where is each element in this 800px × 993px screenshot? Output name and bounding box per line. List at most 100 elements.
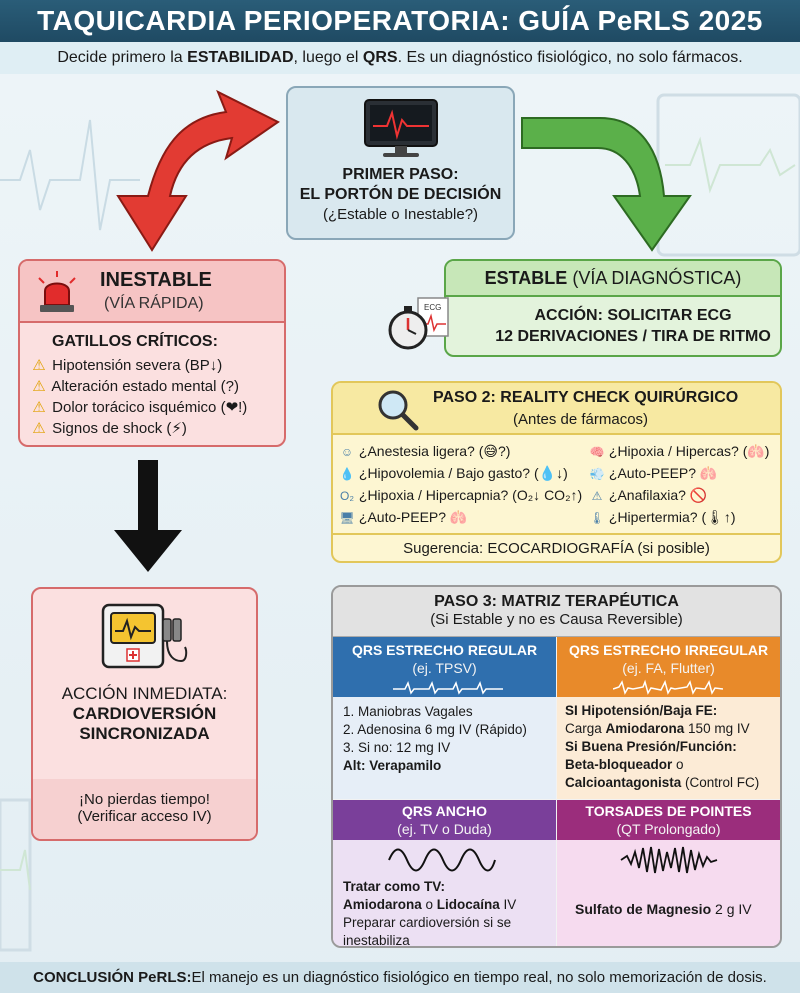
wide-qrs-title: QRS ANCHO [401,803,488,819]
torsades-sub: (QT Prolongado) [616,821,721,837]
narrow-regular-line: 3. Si no: 12 mg IV [343,740,451,755]
reality-item-text: ¿Hipoxia / Hipercapnia? (O₂↓ CO₂↑) [358,487,583,503]
narrow-irregular-title: QRS ESTRECHO IRREGULAR [568,642,769,658]
reality-item: ⚠ ¿Anafilaxia? 🚫 [589,485,769,507]
drop-icon: 💧 [339,467,355,481]
brain-icon: 🧠 [589,445,605,459]
stable-title: ESTABLE [484,267,568,288]
immediate-action-box: ACCIÓN INMEDIATA: CARDIOVERSIÓN SINCRONI… [31,587,258,841]
subtitle-text-1: Decide primero la [57,49,183,66]
trigger-text: Alteración estado mental (?) [51,378,239,395]
torsades-header: TORSADES DE POINTES (QT Prolongado) [557,800,780,840]
stable-header: ESTABLE (VÍA DIAGNÓSTICA) [446,261,780,297]
irregular-line-1: SI Hipotensión/Baja FE: [565,703,718,718]
stable-action-line-2: 12 DERIVACIONES / TIRA DE RITMO [495,328,771,345]
reality-item: 💨 ¿Auto-PEEP? 🫁 [589,463,769,485]
torsades-title: TORSADES DE POINTES [585,803,752,819]
monitor-icon [363,99,438,157]
narrow-regular-title: QRS ESTRECHO REGULAR [351,642,538,658]
alt-drug: Verapamilo [365,758,442,773]
trigger-item: ⚠ Signos de shock (⚡) [30,418,247,439]
decision-gateway-box: PRIMER PASO: EL PORTÓN DE DECISIÓN (¿Est… [286,86,515,240]
narrow-irregular-header: QRS ESTRECHO IRREGULAR (ej. FA, Flutter) [557,637,780,697]
irregular-line-2a: Carga [565,721,606,736]
wide-ecg-trace [388,848,496,872]
trigger-text: Dolor torácico isquémico (❤!) [52,399,248,416]
irregular-line-2c: 150 mg IV [684,721,750,736]
reality-item-text: ¿Hipoxia / Hipercas? (🫁) [608,443,770,459]
reality-item-text: ¿Auto-PEEP? 🫁 [608,465,718,481]
wide-qrs-sub: (ej. TV o Duda) [397,821,492,837]
warning-icon: ⚠ [32,399,46,416]
wide-line-2d: IV [499,897,517,912]
reality-item: ☺ ¿Anestesia ligera? (😅?) [339,441,582,463]
conclusion-label: CONCLUSIÓN PeRLS: [33,969,192,986]
irregular-line-3: Si Buena Presión/Función: [565,739,737,754]
irregular-ecg-trace [613,679,723,695]
lungs-icon: 💨 [589,467,605,481]
torsades-ecg-trace [620,846,718,874]
triggers-list: ⚠ Hipotensión severa (BP↓) ⚠ Alteración … [30,355,247,439]
trigger-item: ⚠ Hipotensión severa (BP↓) [30,355,247,376]
wide-line-3: Preparar cardioversión si se [343,915,512,930]
wide-qrs-body: Tratar como TV: Amiodarona o Lidocaína I… [333,840,556,946]
wide-line-1: Tratar como TV: [343,879,446,894]
ventilator-icon: 🖥 [339,511,355,525]
reality-check-title: PASO 2: REALITY CHECK QUIRÚRGICO [433,389,739,406]
trigger-item: ⚠ Alteración estado mental (?) [30,376,247,397]
conclusion-text: El manejo es un diagnóstico fisiológico … [191,969,767,986]
stable-action-line-1: ACCIÓN: SOLICITAR ECG [534,307,732,324]
action-footer: ¡No pierdas tiempo! (Verificar acceso IV… [33,779,256,839]
thermometer-icon: 🌡 [589,511,605,525]
trigger-text: Signos de shock (⚡) [52,420,187,437]
trigger-item: ⚠ Dolor torácico isquémico (❤!) [30,397,247,418]
reality-check-box: PASO 2: REALITY CHECK QUIRÚRGICO (Antes … [331,381,782,563]
irregular-line-5b: (Control FC) [681,775,760,790]
irregular-line-4b: o [672,757,684,772]
subtitle-text-3: . Es un diagnóstico fisiológico, no solo… [397,49,743,66]
anesthesia-icon: ☺ [340,445,354,459]
defibrillator-icon [101,603,187,669]
narrow-irregular-sub: (ej. FA, Flutter) [622,660,715,676]
action-footer-line-1: ¡No pierdas tiempo! [79,791,210,808]
wide-qrs-text: Tratar como TV: Amiodarona o Lidocaína I… [343,878,553,946]
siren-icon [38,271,76,312]
stopwatch-ecg-icon: ECG [388,297,449,350]
ecg-tag-text: ECG [424,303,441,312]
matrix-subtitle: (Si Estable y no es Causa Reversible) [430,611,683,628]
gateway-line-2: EL PORTÓN DE DECISIÓN [299,186,502,203]
action-line-2: CARDIOVERSIÓN [72,704,217,723]
page-title: TAQUICARDIA PERIOPERATORIA: GUÍA PeRLS 2… [0,0,800,42]
narrow-regular-body: 1. Maniobras Vagales 2. Adenosina 6 mg I… [333,697,556,799]
torsades-dose: 2 g IV [711,901,752,917]
reality-item: 💧 ¿Hipovolemia / Bajo gasto? (💧↓) [339,463,582,485]
subtitle-text-2: , luego el [293,49,359,66]
wide-line-2b: o [421,897,437,912]
torsades-drug: Sulfato de Magnesio [575,901,712,917]
reality-item: 🖥 ¿Auto-PEEP? 🫁 [339,507,582,529]
narrow-regular-alt: Alt: Verapamilo [343,757,546,775]
irregular-line-2b: Amiodarona [605,721,685,736]
wide-qrs-header: QRS ANCHO (ej. TV o Duda) [333,800,556,840]
reality-item: 🧠 ¿Hipoxia / Hipercas? (🫁) [589,441,770,463]
matrix-header: PASO 3: MATRIZ TERAPÉUTICA (Si Estable y… [333,587,780,637]
trigger-text: Hipotensión severa (BP↓) [52,357,223,374]
warning-icon: ⚠ [32,378,46,395]
gateway-line-3: (¿Estable o Inestable?) [322,206,479,223]
subtitle-bold-qrs: QRS [362,49,398,66]
reality-item: O₂ ¿Hipoxia / Hipercapnia? (O₂↓ CO₂↑) [339,485,582,507]
narrow-regular-line: 1. Maniobras Vagales [343,704,473,719]
page-subtitle: Decide primero la ESTABILIDAD, luego el … [0,42,800,74]
matrix-title: PASO 3: MATRIZ TERAPÉUTICA [434,593,679,610]
reality-item-text: ¿Anafilaxia? 🚫 [608,487,708,503]
unstable-title: INESTABLE [100,269,212,291]
reality-check-suggestion: Sugerencia: ECOCARDIOGRAFÍA (si posible) [333,533,780,561]
magnifier-icon [378,390,419,431]
stable-action: ACCIÓN: SOLICITAR ECG 12 DERIVACIONES / … [446,305,780,347]
narrow-regular-header: QRS ESTRECHO REGULAR (ej. TPSV) [333,637,556,697]
therapeutic-matrix: PASO 3: MATRIZ TERAPÉUTICA (Si Estable y… [331,585,782,948]
reality-item-text: ¿Auto-PEEP? 🫁 [358,509,468,525]
warning-icon: ⚠ [32,420,46,437]
narrow-irregular-body: SI Hipotensión/Baja FE: Carga Amiodarona… [557,697,780,799]
